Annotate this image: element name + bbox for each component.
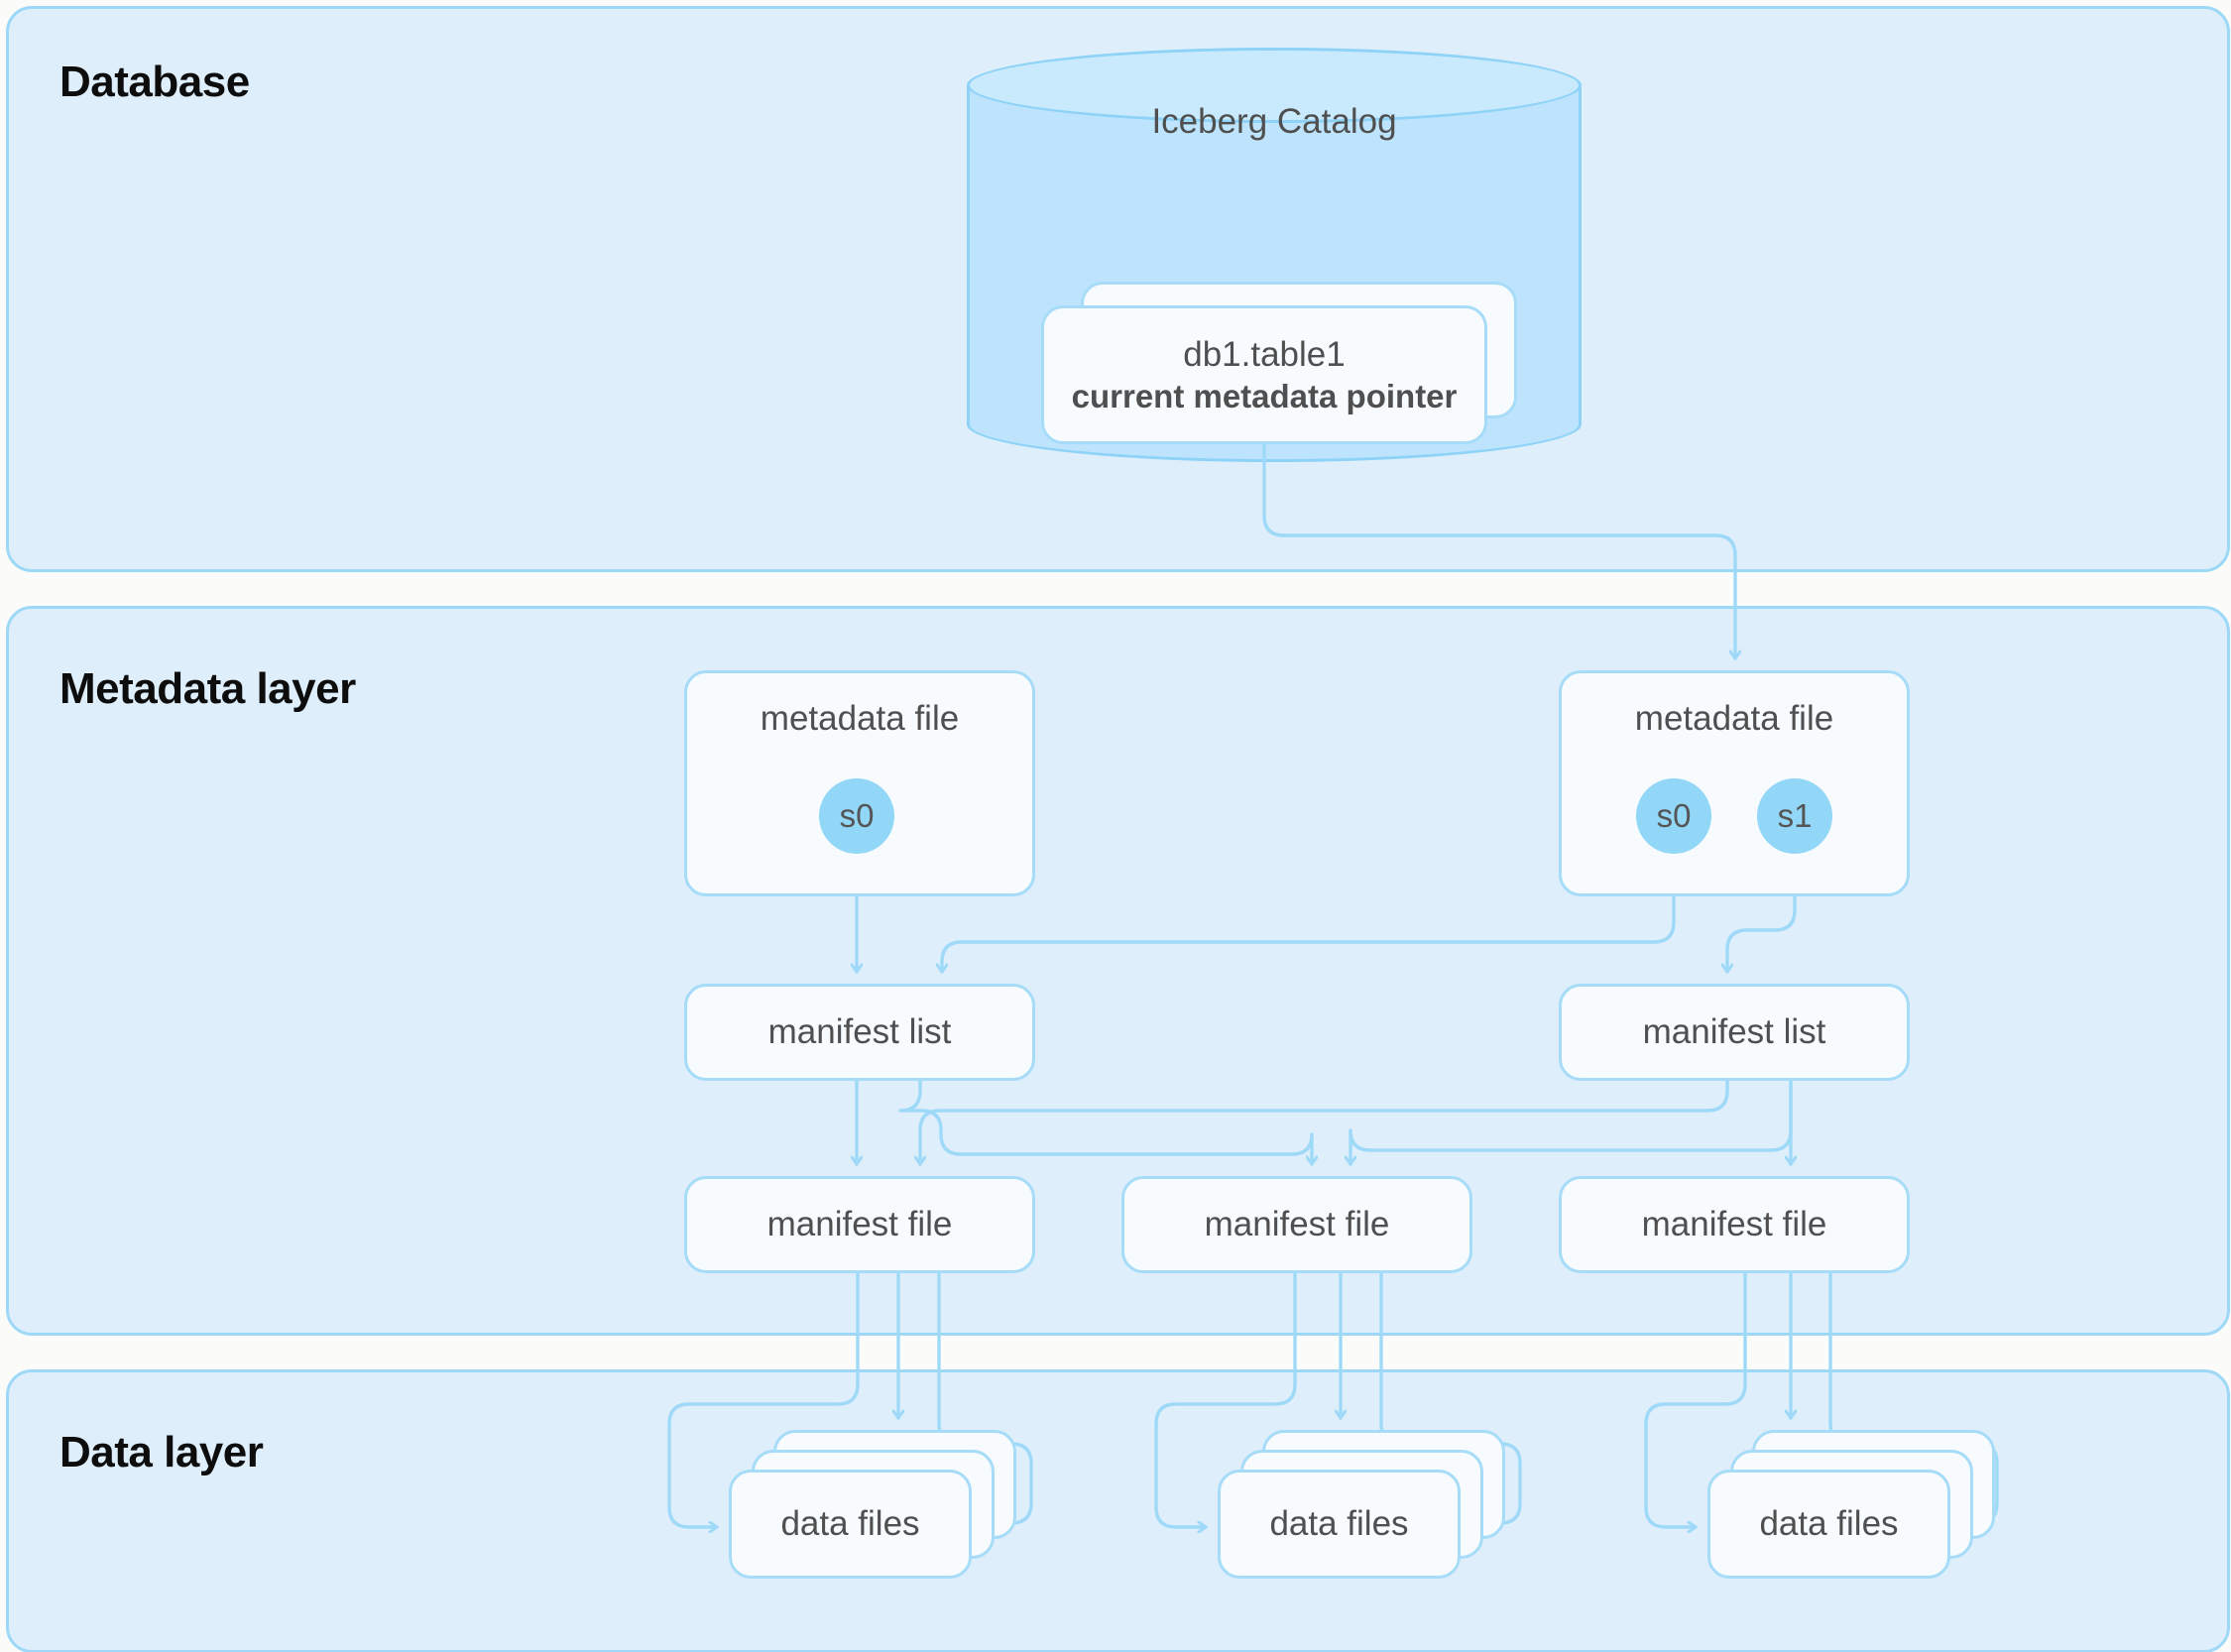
pointer-table-name: db1.table1 — [1183, 334, 1346, 374]
manifest-list-right-label: manifest list — [1642, 1012, 1826, 1051]
metadata-file-right-label: metadata file — [1634, 699, 1834, 738]
metadata-file-left-label: metadata file — [760, 699, 960, 738]
data-files-1-label: data files — [780, 1504, 920, 1543]
cylinder-top-ellipse — [967, 48, 1582, 123]
data-files-3-label: data files — [1759, 1504, 1899, 1543]
metadata-file-right[interactable]: metadata file — [1559, 670, 1910, 896]
manifest-file-2[interactable]: manifest file — [1121, 1176, 1472, 1273]
data-files-2-label: data files — [1269, 1504, 1409, 1543]
snapshot-s1-right-label: s1 — [1777, 797, 1813, 834]
layer-title-data: Data layer — [59, 1428, 264, 1476]
snapshot-s0-right[interactable]: s0 — [1636, 778, 1711, 854]
layer-title-database: Database — [59, 58, 250, 106]
manifest-file-1-label: manifest file — [766, 1205, 953, 1243]
manifest-file-2-label: manifest file — [1204, 1205, 1390, 1243]
manifest-list-left-label: manifest list — [767, 1012, 952, 1051]
snapshot-s0-left[interactable]: s0 — [819, 778, 894, 854]
manifest-file-3[interactable]: manifest file — [1559, 1176, 1910, 1273]
manifest-file-1[interactable]: manifest file — [684, 1176, 1035, 1273]
manifest-file-3-label: manifest file — [1641, 1205, 1827, 1243]
iceberg-catalog-label: Iceberg Catalog — [1151, 102, 1397, 141]
current-metadata-pointer-card[interactable]: db1.table1 current metadata pointer — [1041, 305, 1487, 444]
layer-title-metadata: Metadata layer — [59, 664, 356, 713]
snapshot-s0-left-label: s0 — [839, 797, 875, 834]
snapshot-s0-right-label: s0 — [1656, 797, 1692, 834]
manifest-list-right[interactable]: manifest list — [1559, 984, 1910, 1081]
manifest-list-left[interactable]: manifest list — [684, 984, 1035, 1081]
snapshot-s1-right[interactable]: s1 — [1757, 778, 1832, 854]
pointer-label: current metadata pointer — [1071, 378, 1458, 415]
